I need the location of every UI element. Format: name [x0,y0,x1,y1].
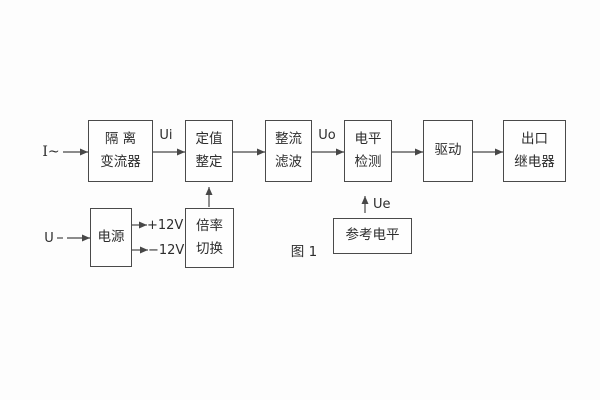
block-label-line: 继电器 [514,153,555,170]
figure-caption: 图 1 [290,244,318,260]
block-output-relay: 出口 继电器 [503,120,566,182]
supply-negative-label: −12V [148,243,185,258]
voltage-input-label: U [44,231,54,246]
block-label-line: 变流器 [100,153,141,170]
supply-positive-label: +12V [147,218,184,233]
block-setting-adjust: 定值 整定 [185,120,233,182]
block-label-line: 整流 [275,131,302,147]
signal-uo-label: Uo [318,128,336,143]
signal-ui-label: Ui [159,128,173,143]
block-driver: 驱动 [423,120,473,182]
block-power-supply: 电源 [90,208,132,267]
block-label-line: 检测 [354,153,382,170]
block-label-line: 参考电平 [345,227,400,244]
block-ratio-switch: 倍率 切换 [185,208,234,268]
block-label-line: 出口 [521,131,548,147]
signal-ue-label: Ue [373,197,391,212]
block-label-line: 倍率 [196,218,223,234]
current-input-label: I~ [42,144,60,160]
block-isolation-transformer: 隔 离 变流器 [88,120,153,182]
block-label-line: 切换 [196,240,223,257]
block-reference-level: 参考电平 [333,218,412,254]
block-label-line: 滤波 [275,153,302,170]
block-rectifier-filter: 整流 滤波 [265,120,312,182]
block-label-line: 电平 [354,131,382,147]
block-label-line: 电源 [97,228,125,245]
block-level-detector: 电平 检测 [344,120,392,182]
block-label-line: 定值 [195,131,223,147]
block-label-line: 隔 离 [104,131,137,147]
block-label-line: 整定 [195,153,223,170]
block-label-line: 驱动 [434,142,462,159]
